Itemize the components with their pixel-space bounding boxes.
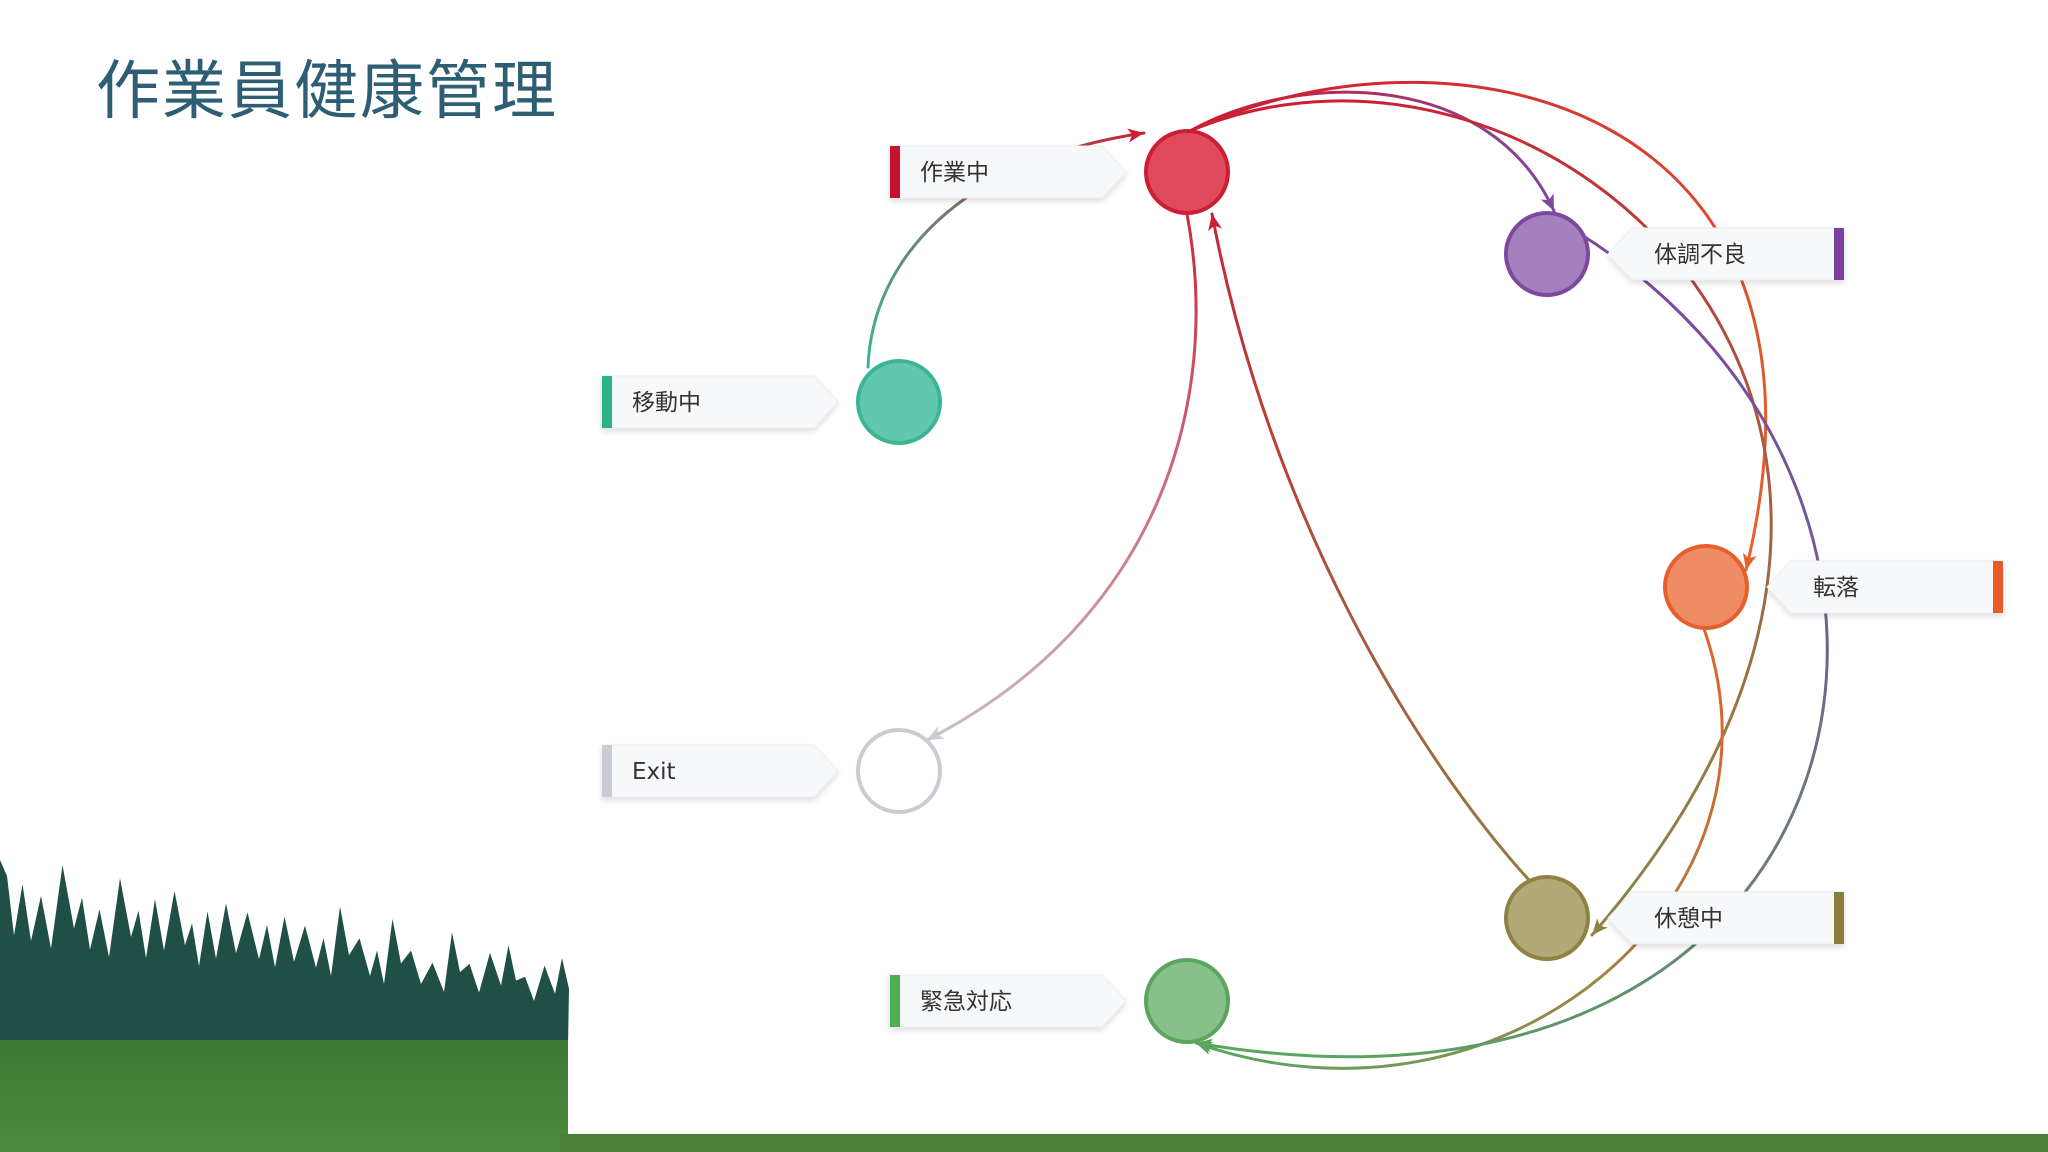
tag-accent-bar bbox=[602, 745, 612, 797]
arrowhead-resting-working bbox=[1208, 214, 1222, 232]
tag-accent-bar bbox=[1834, 892, 1844, 944]
arrowhead-moving-working bbox=[1127, 128, 1144, 143]
state-label-unwell: 体調不良 bbox=[1654, 242, 1746, 268]
tag-accent-bar bbox=[1993, 561, 2003, 613]
ground-strip bbox=[560, 1134, 2048, 1152]
state-label-moving: 移動中 bbox=[632, 390, 701, 416]
transition-working-fall bbox=[1188, 80, 1768, 572]
state-node-exit[interactable] bbox=[856, 728, 942, 814]
tag-accent-bar bbox=[890, 146, 900, 198]
transition-resting-working bbox=[1210, 212, 1531, 882]
page-title: 作業員健康管理 bbox=[96, 55, 558, 129]
arrowhead-unwell-emergency bbox=[1196, 1038, 1213, 1053]
transition-unwell-emergency bbox=[1194, 230, 1829, 1059]
forest-silhouette bbox=[0, 860, 569, 1046]
transition-working-unwell bbox=[1188, 90, 1556, 213]
transition-fall-emergency bbox=[1194, 627, 1724, 1070]
tag-accent-bar bbox=[602, 376, 612, 428]
forest-landscape bbox=[0, 860, 2048, 1152]
arrowhead-working-unwell bbox=[1540, 193, 1554, 211]
state-tag-moving[interactable]: 移動中 bbox=[601, 375, 839, 429]
grass-field bbox=[0, 1040, 568, 1152]
state-tag-resting[interactable]: 休憩中 bbox=[1607, 891, 1845, 945]
state-label-exit: Exit bbox=[632, 759, 676, 785]
tag-background bbox=[1607, 891, 1845, 945]
tag-background bbox=[1607, 227, 1845, 281]
state-label-working: 作業中 bbox=[920, 160, 989, 186]
state-node-fall[interactable] bbox=[1663, 544, 1749, 630]
state-node-working[interactable] bbox=[1144, 129, 1230, 215]
state-node-moving[interactable] bbox=[856, 359, 942, 445]
state-label-emergency: 緊急対応 bbox=[920, 989, 1012, 1015]
arrowhead-working-resting bbox=[1592, 918, 1608, 935]
transition-edges bbox=[866, 80, 1829, 1070]
state-tag-emergency[interactable]: 緊急対応 bbox=[889, 974, 1127, 1028]
state-node-resting[interactable] bbox=[1504, 875, 1590, 961]
state-tag-unwell[interactable]: 体調不良 bbox=[1607, 227, 1845, 281]
state-nodes bbox=[856, 129, 1749, 1044]
state-tag-working[interactable]: 作業中 bbox=[889, 145, 1127, 199]
state-tag-exit[interactable]: Exit bbox=[601, 744, 839, 798]
arrowhead-working-fall bbox=[1742, 552, 1757, 570]
transition-working-resting bbox=[1188, 99, 1773, 937]
state-label-resting: 休憩中 bbox=[1654, 906, 1723, 932]
state-label-fall: 転落 bbox=[1813, 575, 1859, 601]
state-node-emergency[interactable] bbox=[1144, 958, 1230, 1044]
tag-accent-bar bbox=[1834, 228, 1844, 280]
tag-background bbox=[1766, 560, 2004, 614]
state-tag-fall[interactable]: 転落 bbox=[1766, 560, 2004, 614]
arrowhead-working-exit bbox=[927, 726, 945, 740]
tag-accent-bar bbox=[890, 975, 900, 1027]
transition-working-exit bbox=[925, 212, 1198, 742]
state-node-unwell[interactable] bbox=[1504, 211, 1590, 297]
